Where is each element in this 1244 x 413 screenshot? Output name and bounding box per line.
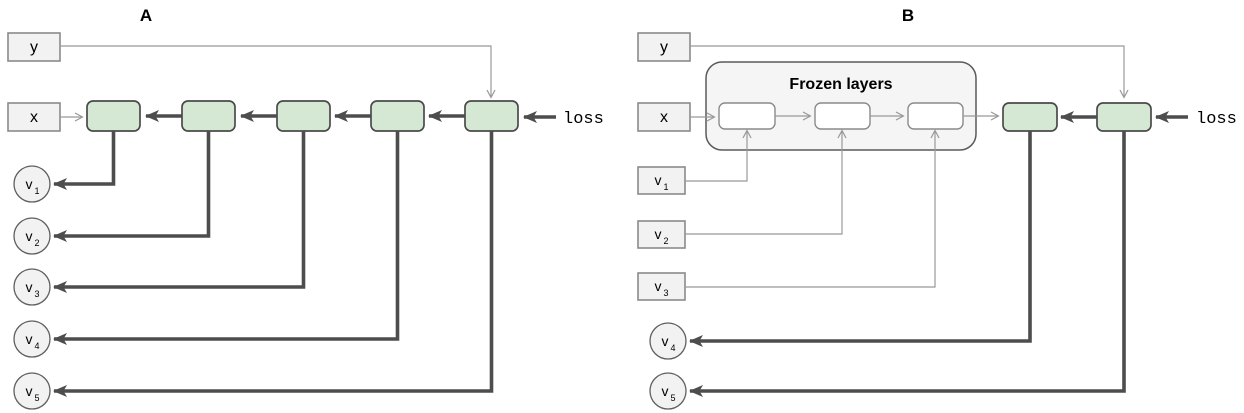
panel-a-v4-label: v	[26, 331, 33, 347]
panel-a-v2-subscript: 2	[34, 238, 39, 248]
panel-a-target-label: y	[30, 39, 38, 56]
panel-a-v5-subscript: 5	[34, 393, 39, 403]
panel-a-v3-label: v	[26, 279, 33, 295]
panel-a-v5-label: v	[26, 383, 33, 399]
panel-a-v2-circle	[13, 217, 51, 255]
panel-a-layer-box-5	[464, 100, 519, 132]
panel-b-v3-box	[637, 272, 686, 301]
panel-a-loss-label: loss	[563, 110, 604, 129]
panel-b-v4-label: v	[662, 333, 669, 349]
panel-b-v1-subscript: 1	[663, 182, 668, 192]
panel-b-v5-circle	[649, 372, 687, 410]
panel-a-gradient-arrow-v4	[53, 131, 400, 345]
panel-b-layer-box-2	[1096, 102, 1152, 132]
v3-to-frozen-3-arrow	[685, 131, 935, 288]
panel-a-gradient-arrow-v2	[53, 131, 211, 242]
frozen-layer-box-2	[814, 102, 871, 130]
panel-b-v1-box	[637, 166, 686, 195]
panel-a-layer-box-2	[181, 100, 236, 132]
panel-a-gradient-arrow-v5	[53, 131, 494, 397]
panel-a-gradient-arrow-v3	[53, 131, 306, 293]
v2-to-frozen-2-arrow	[685, 131, 842, 235]
frozen-layer-box-1	[718, 102, 776, 130]
panel-a-layer-box-1	[86, 100, 141, 132]
panel-b-v3-subscript: 3	[663, 288, 668, 298]
panel-b-gradient-arrow-v4	[689, 131, 1032, 347]
panel-a-v1-subscript: 1	[34, 186, 39, 196]
v1-to-frozen-1-arrow	[685, 131, 747, 182]
panel-a-target-box	[7, 32, 61, 62]
panel-a-title: A	[140, 6, 152, 25]
frozen-layer-box-3	[907, 102, 964, 130]
panel-b-target-box	[637, 32, 691, 62]
panel-b-v2-label: v	[655, 226, 662, 242]
panel-b-v2-subscript: 2	[663, 236, 668, 246]
panel-a-v3-circle	[13, 268, 51, 306]
panel-b-target-to-loss-arrow	[690, 45, 1124, 97]
panel-b-layer-box-1	[1002, 102, 1058, 132]
panel-a-layer-box-3	[276, 100, 331, 132]
panel-a: A y x loss v 1 v 2	[7, 6, 604, 410]
panel-a-gradient-arrow-v1	[53, 131, 116, 190]
panel-a-target-to-loss-arrow	[60, 45, 491, 97]
panel-b-target-label: y	[660, 39, 668, 56]
panel-b-v4-circle	[649, 322, 687, 360]
panel-b-v4-subscript: 4	[670, 343, 675, 353]
panel-a-layer-box-4	[370, 100, 425, 132]
panel-a-v1-label: v	[26, 176, 33, 192]
panel-a-v4-subscript: 4	[34, 341, 39, 351]
panel-a-v5-circle	[13, 372, 51, 410]
panel-b-gradient-arrow-v5	[689, 131, 1126, 397]
panel-a-v3-subscript: 3	[34, 289, 39, 299]
panel-b-input-box	[637, 102, 691, 132]
frozen-layers-title: Frozen layers	[789, 76, 892, 93]
panel-a-input-label: x	[30, 109, 38, 126]
panel-b-loss-label: loss	[1196, 110, 1237, 129]
panel-b-title: B	[902, 6, 914, 25]
panel-a-input-box	[7, 102, 61, 132]
panel-b-v3-label: v	[655, 278, 662, 294]
panel-b-v2-box	[637, 220, 686, 249]
panel-b-v5-label: v	[662, 383, 669, 399]
panel-b-v5-subscript: 5	[670, 393, 675, 403]
panel-b: B y x Frozen layers loss v 1 v	[637, 6, 1237, 410]
panel-a-v1-circle	[13, 165, 51, 203]
panel-a-v4-circle	[13, 320, 51, 358]
panel-b-input-label: x	[660, 109, 668, 126]
panel-a-v2-label: v	[26, 228, 33, 244]
panel-b-v1-label: v	[655, 172, 662, 188]
